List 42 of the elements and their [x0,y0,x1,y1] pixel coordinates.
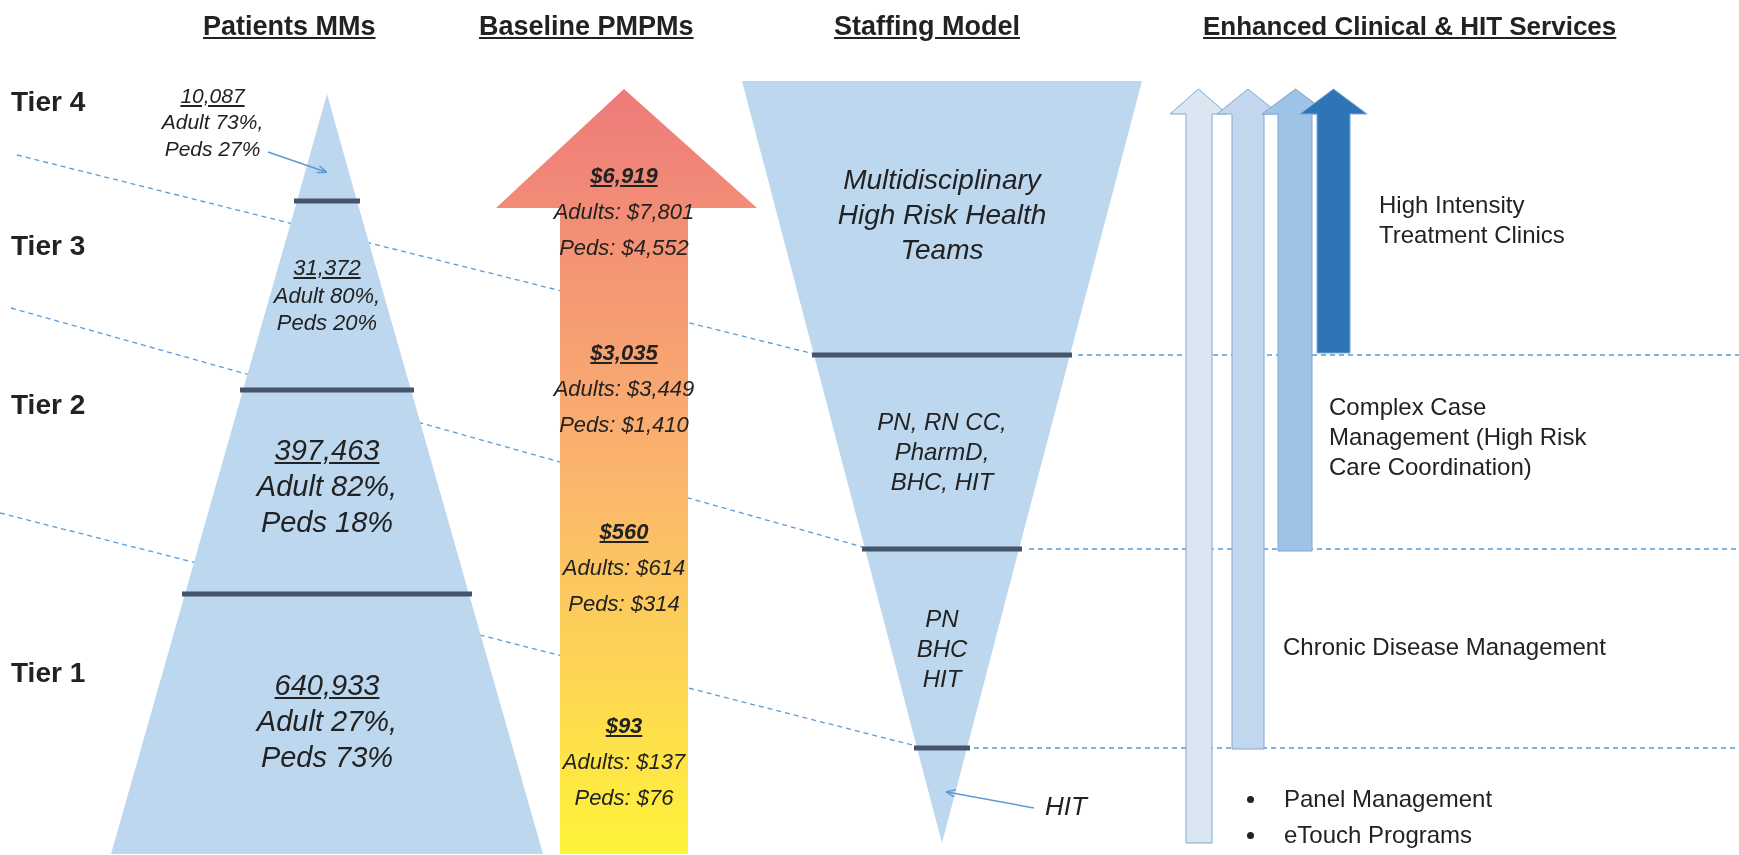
column-heading: Staffing Model [834,10,1020,43]
staff-roles: Multidisciplinary High Risk Health Teams [836,162,1048,267]
column-heading: Baseline PMPMs [479,10,694,43]
price-total: $3,035 [589,339,659,367]
price-breakdown: Adults: $137 [561,748,687,776]
funnel-segment [917,748,967,843]
member-count: 397,463 [274,432,380,468]
pyramid-segment [297,94,357,201]
funnel-segment [814,355,1070,549]
bullet-item: Panel Management [1284,784,1493,814]
tier-label: Tier 3 [11,229,86,263]
staff-roles: PN, RN CC, PharmD, BHC, HIT [876,407,1008,497]
price-total: $6,919 [589,162,659,190]
service-label: Complex Case Management (High Risk Care Coordination) [1329,392,1588,482]
column-heading: Enhanced Clinical & HIT Services [1203,10,1617,43]
pyramid-segment [111,594,543,854]
price-total: $560 [598,518,650,546]
bullet-item: eTouch Programs [1284,820,1473,850]
pyramid-segment [185,390,469,594]
price-breakdown: Adults: $614 [561,554,687,582]
age-split: Adult 82%, Peds 18% [254,468,399,541]
age-split: Adult 27%, Peds 73% [254,703,399,776]
member-count: 10,087 [180,83,245,110]
service-label: Chronic Disease Management [1283,632,1606,662]
column-heading: Patients MMs [203,10,376,43]
tier-label: Tier 4 [11,85,86,119]
service-label: High Intensity Treatment Clinics [1379,190,1566,250]
leader-arrow [267,151,328,174]
staff-roles: PN BHC HIT [915,603,969,694]
leader-arrow [945,788,1035,809]
price-total: $93 [604,712,644,740]
age-split: Adult 73%, Peds 27% [160,109,265,162]
price-breakdown: Peds: $76 [573,784,675,812]
age-split: Adult 80%, Peds 20% [272,281,382,337]
price-breakdown: Peds: $314 [567,590,681,618]
member-count: 31,372 [293,254,361,282]
tier-label: Tier 2 [11,388,86,422]
funnel-segment [865,549,1019,748]
staff-roles: HIT [1045,789,1087,823]
pyramid-segment [243,201,411,390]
tier-label: Tier 1 [11,656,86,690]
member-count: 640,933 [274,667,380,703]
